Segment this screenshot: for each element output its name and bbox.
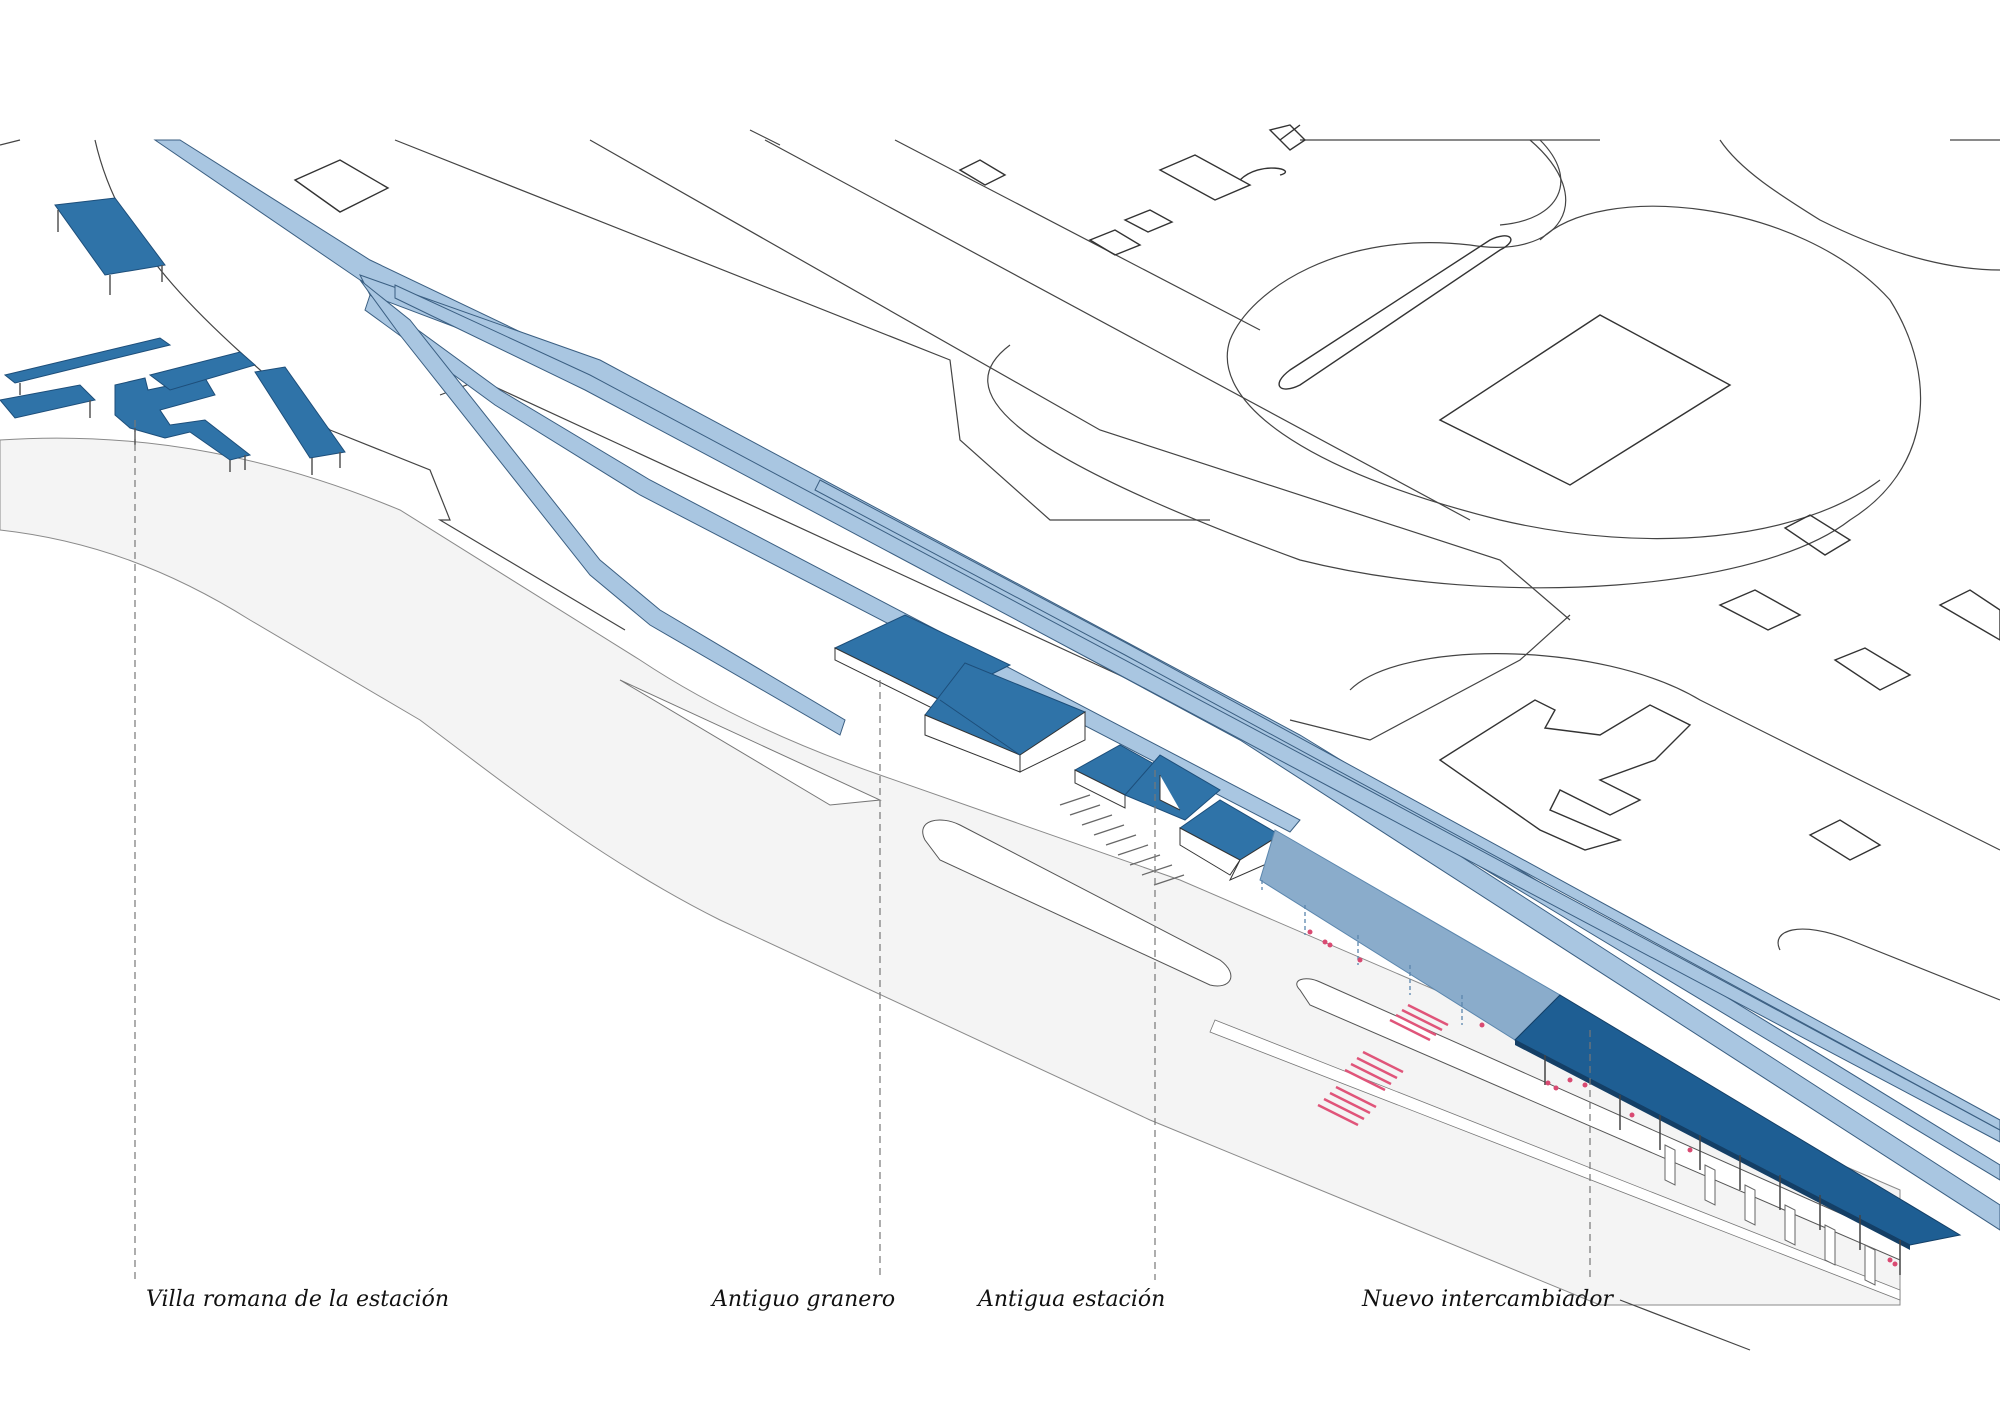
track-3 bbox=[394, 284, 2000, 1143]
label-nuevo-intercambiador: Nuevo intercambiador bbox=[1362, 1287, 1614, 1312]
people-figures bbox=[1307, 929, 1898, 1267]
main-road bbox=[0, 437, 1901, 1306]
label-antigua-estacion: Antigua estación bbox=[978, 1287, 1166, 1312]
intercambiador-columns bbox=[1544, 1055, 1901, 1275]
island-1 bbox=[922, 819, 1232, 987]
rail-tracks bbox=[153, 139, 2000, 1231]
track-upper bbox=[814, 479, 2000, 1131]
villa-romana-posts bbox=[19, 210, 341, 475]
antiguo-granero bbox=[833, 614, 1087, 773]
villa-romana-roofs bbox=[0, 197, 346, 461]
bus-bays bbox=[1664, 1144, 1876, 1286]
parking-stripes bbox=[1059, 794, 1185, 886]
nuevo-intercambiador bbox=[1259, 829, 1962, 1250]
branch-road bbox=[619, 679, 882, 806]
intercambiador-roof bbox=[1514, 994, 1962, 1246]
context-linework bbox=[0, 129, 2000, 1351]
label-villa-romana: Villa romana de la estación bbox=[146, 1287, 450, 1312]
track-branch bbox=[359, 279, 846, 736]
context-buildings bbox=[293, 124, 2000, 861]
label-leader-lines bbox=[134, 420, 1591, 1280]
track-2 bbox=[358, 274, 2000, 1181]
label-antiguo-granero: Antiguo granero bbox=[712, 1287, 896, 1312]
crosswalks bbox=[1317, 1003, 1449, 1127]
antigua-estacion bbox=[1073, 744, 1281, 882]
